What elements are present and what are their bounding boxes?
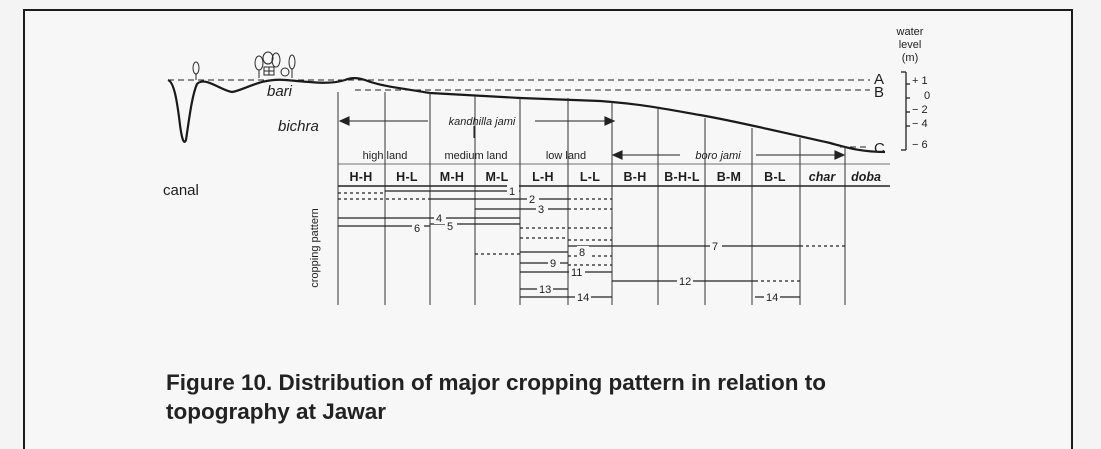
pattern-5: 5 — [447, 221, 453, 233]
column-header-b-l: B-L — [764, 170, 786, 184]
pattern-9: 9 — [550, 258, 556, 270]
cropping-pattern-lines — [338, 190, 845, 298]
scale-tick-plus-1: + 1 — [912, 75, 928, 87]
level-marker-a: A — [874, 71, 884, 88]
pattern-12: 12 — [679, 276, 691, 288]
low-land-label: low land — [546, 150, 586, 162]
scale-tick-minus-2: − 2 — [912, 104, 928, 116]
column-header-h-l: H-L — [396, 170, 418, 184]
pattern-14-low-land: 14 — [577, 292, 589, 304]
column-header-b-m: B-M — [717, 170, 742, 184]
pattern-4: 4 — [436, 213, 442, 225]
pattern-6: 6 — [414, 223, 420, 235]
caption-line-1: Figure 10. Distribution of major croppin… — [166, 370, 827, 395]
pattern-14-boro: 14 — [766, 292, 778, 304]
water-level-title-1: water — [896, 26, 924, 38]
boro-jami-label: boro jami — [695, 150, 741, 162]
figure-caption: Figure 10. Distribution of major croppin… — [166, 368, 986, 426]
pattern-13: 13 — [539, 284, 551, 296]
column-header-b-h-l: B-H-L — [664, 170, 700, 184]
bichra-label: bichra — [278, 118, 319, 135]
pattern-2: 2 — [529, 194, 535, 206]
column-header-m-h: M-H — [440, 170, 465, 184]
pattern-8: 8 — [579, 247, 585, 259]
water-level-title-3: (m) — [902, 52, 919, 64]
medium-land-label: medium land — [445, 150, 508, 162]
column-header-doba: doba — [851, 170, 881, 184]
pattern-1: 1 — [509, 186, 515, 198]
level-marker-c: C — [874, 140, 885, 157]
caption-line-2: topography at Jawar — [166, 399, 387, 424]
pattern-11: 11 — [571, 267, 582, 279]
zone-arrows — [338, 116, 846, 160]
column-header-m-l: M-L — [485, 170, 508, 184]
column-header-b-h: B-H — [623, 170, 646, 184]
bari-label: bari — [267, 83, 293, 100]
topography-diagram: A B C water level (m) + 1 0 − 2 − 4 − 6 … — [163, 26, 930, 305]
cropping-pattern-numbers: 1 2 3 4 5 6 7 8 9 11 12 13 14 14 — [412, 185, 780, 304]
water-level-scale — [901, 71, 910, 151]
tree-icons — [192, 51, 296, 80]
pattern-3: 3 — [538, 204, 544, 216]
cropping-pattern-axis-label: cropping pattern — [309, 208, 321, 288]
water-level-title-2: level — [899, 39, 922, 51]
column-dividers — [337, 92, 846, 305]
scale-tick-minus-4: − 4 — [912, 118, 928, 130]
scale-tick-minus-6: − 6 — [912, 139, 928, 151]
scale-tick-0: 0 — [924, 90, 930, 102]
canal-label: canal — [163, 182, 199, 199]
column-header-l-h: L-H — [532, 170, 554, 184]
column-header-char: char — [809, 170, 837, 184]
terrain-profile — [167, 77, 886, 154]
column-header-h-h: H-H — [349, 170, 372, 184]
pattern-7: 7 — [712, 241, 718, 253]
column-headers: H-H H-L M-H M-L L-H L-L B-H B-H-L B-M B-L char doba — [349, 170, 881, 184]
column-header-l-l: L-L — [580, 170, 600, 184]
level-marker-b: B — [874, 84, 884, 101]
kandhilla-jami-label: kandhilla jami — [449, 116, 516, 128]
water-level-lines — [168, 79, 870, 148]
